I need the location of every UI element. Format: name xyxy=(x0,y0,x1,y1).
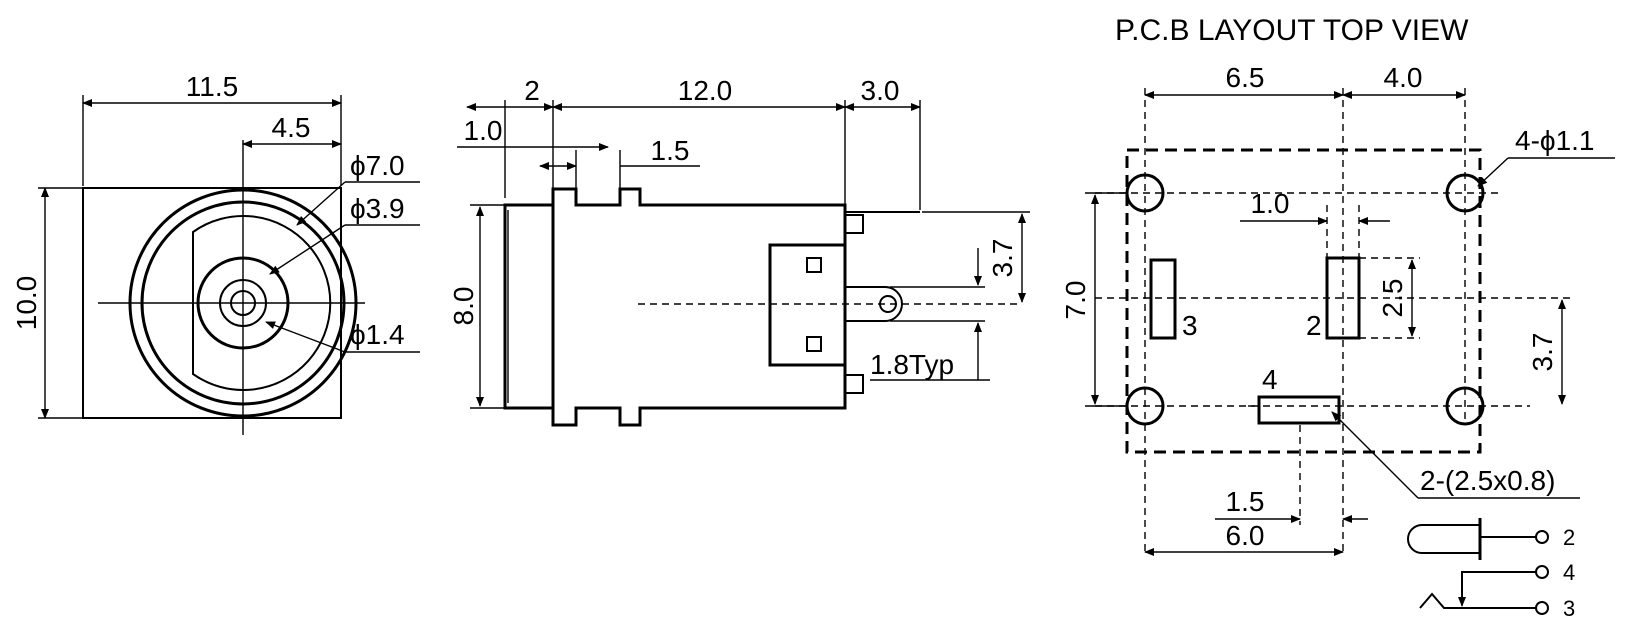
plug-body xyxy=(1407,524,1480,554)
pin-2-terminal xyxy=(1535,530,1549,544)
schematic-pin-4-label: 4 xyxy=(1563,560,1575,585)
terminal-hole-top xyxy=(806,257,822,273)
pcb-dim-4-0-label: 4.0 xyxy=(1384,62,1423,93)
pcb-dim-6-5-label: 6.5 xyxy=(1226,62,1265,93)
side-dim-1-5-label: 1.5 xyxy=(651,135,690,166)
dia-mid-label: ϕ3.9 xyxy=(350,193,405,224)
schematic-symbol: 2 4 3 xyxy=(1407,518,1575,621)
pcb-pad-3-label: 3 xyxy=(1182,310,1198,341)
pcb-dim-2-5-label: 2.5 xyxy=(1377,279,1408,318)
terminal-hole-bottom xyxy=(806,336,822,352)
side-dim-3-label: 3.0 xyxy=(861,75,900,106)
front-height-label: 10.0 xyxy=(11,276,42,331)
pcb-dim-1-0-label: 1.0 xyxy=(1251,188,1290,219)
pad-4 xyxy=(1257,395,1341,425)
schematic-pin-2-label: 2 xyxy=(1563,525,1575,550)
tab-bottom xyxy=(844,374,864,394)
front-offset-label: 4.5 xyxy=(272,112,311,143)
front-view: 11.5 4.5 10.0 ϕ7.0 ϕ3.9 ϕ1.4 xyxy=(11,71,420,435)
tab-top xyxy=(844,214,864,234)
schematic-pin-3-label: 3 xyxy=(1563,596,1575,621)
pin-4-terminal xyxy=(1535,565,1549,579)
front-width-label: 11.5 xyxy=(186,71,238,102)
pin-3-terminal xyxy=(1535,601,1549,615)
pcb-pad-4-label: 4 xyxy=(1262,364,1278,395)
pcb-layout: P.C.B LAYOUT TOP VIEW 6.5 4.0 4-ϕ1.1 xyxy=(1060,14,1615,556)
pcb-title: P.C.B LAYOUT TOP VIEW xyxy=(1115,14,1469,47)
switch-contact xyxy=(1419,592,1536,609)
pcb-holes-label: 4-ϕ1.1 xyxy=(1515,125,1595,156)
side-body-outline xyxy=(551,187,847,427)
pcb-outline xyxy=(1125,148,1482,454)
side-view: 2 12.0 3.0 1.0 1.5 8.0 3.7 1.8Typ xyxy=(448,75,1030,427)
side-typ-label: 1.8Typ xyxy=(870,349,954,380)
mount-hole-tr xyxy=(1445,173,1485,213)
side-dim-2-label: 2 xyxy=(524,75,540,106)
pad-3 xyxy=(1149,258,1177,340)
pcb-pad-2-label: 2 xyxy=(1306,310,1322,341)
dia-outer-label: ϕ7.0 xyxy=(350,150,405,181)
side-dim-3-7-label: 3.7 xyxy=(987,239,1018,278)
front-flange xyxy=(503,203,555,410)
terminal-block xyxy=(768,243,847,367)
side-dim-12-label: 12.0 xyxy=(678,75,733,106)
pcb-dim-6-0-label: 6.0 xyxy=(1226,520,1265,551)
side-dim-1-0-label: 1.0 xyxy=(464,115,503,146)
side-height-label: 8.0 xyxy=(448,287,479,326)
pcb-dim-1-5-label: 1.5 xyxy=(1226,486,1265,517)
pcb-dim-3-7-label: 3.7 xyxy=(1527,333,1558,372)
pcb-height-label: 7.0 xyxy=(1060,281,1091,320)
inner-cavity xyxy=(192,215,332,391)
pcb-pads-label: 2-(2.5x0.8) xyxy=(1420,465,1555,496)
dia-pin-label: ϕ1.4 xyxy=(350,319,405,350)
